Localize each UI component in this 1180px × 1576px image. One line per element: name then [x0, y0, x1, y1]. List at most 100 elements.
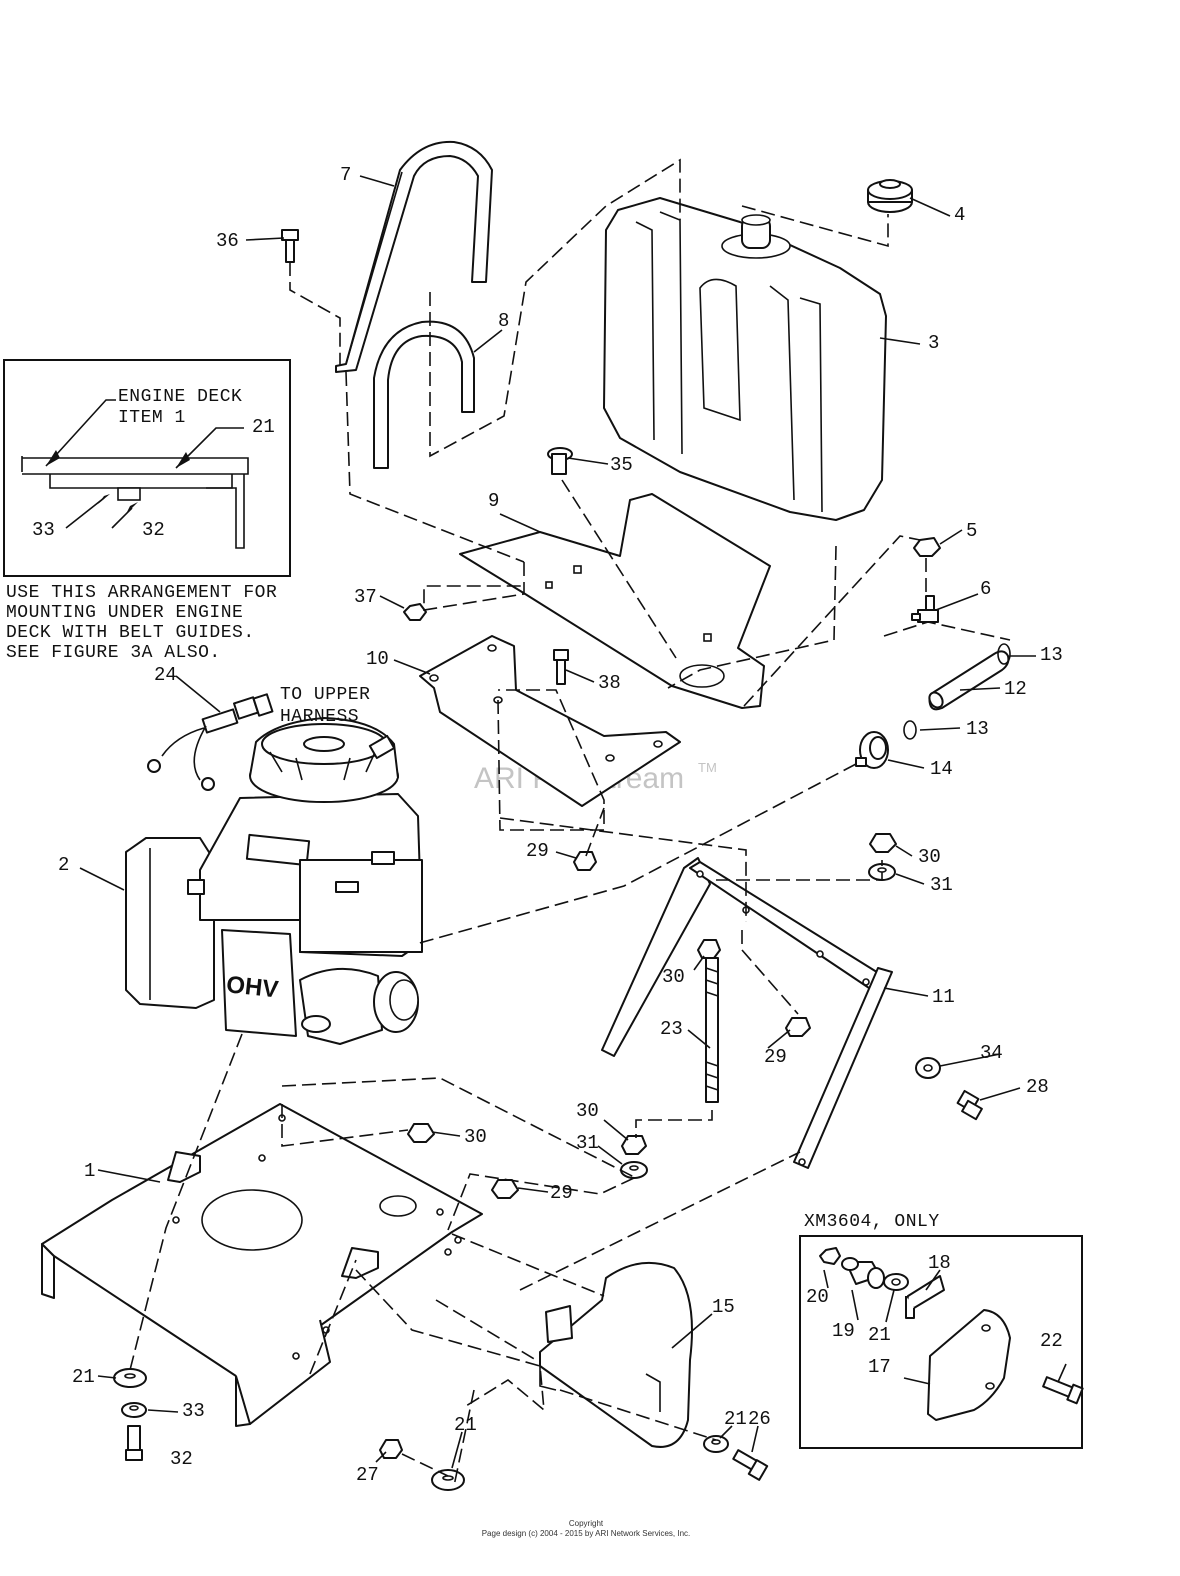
hose-clamp-part-13-lower [903, 720, 917, 740]
inset-callout-32: 32 [142, 519, 165, 541]
inset-callout-33: 33 [32, 519, 55, 541]
nut-part-29-mid [785, 1017, 811, 1037]
callout-8: 8 [498, 310, 509, 332]
callout-3: 3 [928, 332, 939, 354]
variant-callout-21: 21 [868, 1324, 891, 1346]
callout-34: 34 [980, 1042, 1003, 1064]
footer-page-design: Page design (c) 2004 - 2015 by ARI Netwo… [482, 1529, 691, 1538]
variant-callout-20: 20 [806, 1286, 829, 1308]
callout-30-deck: 30 [464, 1126, 487, 1148]
threaded-stud-part-23 [705, 957, 719, 1103]
variant-title: XM3604, ONLY [804, 1212, 940, 1232]
callout-21-lower: 21 [454, 1414, 477, 1436]
variant-callout-17: 17 [868, 1356, 891, 1378]
instruction-line-1: USE THIS ARRANGEMENT FOR [6, 583, 277, 603]
callout-4: 4 [954, 204, 965, 226]
belt-guide-part-8 [373, 320, 475, 469]
instruction-line-4: SEE FIGURE 3A ALSO. [6, 643, 221, 663]
callout-30-low: 30 [576, 1100, 599, 1122]
callout-21-deck: 21 [72, 1366, 95, 1388]
callout-36: 36 [216, 230, 239, 252]
engine-ohv-badge: OHV [225, 971, 280, 1003]
callout-24: 24 [154, 664, 177, 686]
washer-part-21-shield [703, 1435, 729, 1453]
fuel-filter-part-14 [855, 731, 889, 769]
hose-clamp-part-13-upper [997, 643, 1011, 665]
bolt-part-36 [281, 229, 299, 263]
nut-part-30-top [869, 833, 897, 853]
callout-1: 1 [84, 1160, 95, 1182]
bolt-part-22 [1042, 1376, 1084, 1405]
nut-part-37 [403, 603, 427, 621]
callout-11: 11 [932, 986, 955, 1008]
callout-7: 7 [340, 164, 351, 186]
nut-part-30-deck [407, 1123, 435, 1143]
instruction-note: USE THIS ARRANGEMENT FOR MOUNTING UNDER … [6, 583, 277, 663]
callout-30-top: 30 [918, 846, 941, 868]
footer-copyright: Copyright [569, 1519, 604, 1528]
instruction-line-3: DECK WITH BELT GUIDES. [6, 623, 255, 643]
washer-part-21-lower [431, 1469, 465, 1491]
frame-bracket-part-11 [601, 857, 893, 1169]
callout-9: 9 [488, 490, 499, 512]
callout-13-upper: 13 [1040, 644, 1063, 666]
bracket-part-18 [905, 1275, 945, 1319]
nut-part-29-upper [573, 851, 597, 871]
callout-35: 35 [610, 454, 633, 476]
washer-part-34 [915, 1057, 941, 1079]
fuel-tank-part-3 [603, 197, 887, 521]
watermark-tm: TM [698, 760, 717, 775]
callout-15: 15 [712, 1296, 735, 1318]
bolt-part-32 [125, 1425, 143, 1461]
plate-part-17 [927, 1309, 1011, 1421]
callout-38: 38 [598, 672, 621, 694]
harness-note-line-2: HARNESS [280, 707, 359, 727]
fuel-hose-part-12 [928, 650, 1010, 711]
callout-29-deck: 29 [550, 1182, 573, 1204]
inset-label-engine-deck: ENGINE DECK [118, 387, 242, 407]
washer-part-31-low [620, 1161, 648, 1179]
belt-shield-part-15 [539, 1261, 693, 1448]
bolt-part-38 [553, 649, 569, 685]
callout-numbers: 1 2 3 4 5 6 7 8 9 10 11 12 13 13 14 15 2… [58, 164, 1063, 1486]
nut-part-30-low [621, 1135, 647, 1155]
callout-32: 32 [170, 1448, 193, 1470]
belt-guard-part-7 [335, 140, 493, 373]
callout-30-mid: 30 [662, 966, 685, 988]
callout-23: 23 [660, 1018, 683, 1040]
spacer-part-19 [841, 1257, 885, 1289]
fuel-valve-part-6 [911, 595, 939, 623]
washer-part-21-variant [883, 1273, 909, 1291]
inset-label-item: ITEM 1 [118, 408, 186, 428]
washer-part-33 [121, 1402, 147, 1418]
callout-26: 26 [748, 1408, 771, 1430]
bolt-part-28 [956, 1089, 983, 1121]
nut-part-30-mid [697, 939, 721, 959]
nut-part-20 [819, 1247, 841, 1265]
washer-part-21-deck [113, 1368, 147, 1388]
callout-29-mid: 29 [764, 1046, 787, 1068]
callout-27: 27 [356, 1464, 379, 1486]
callout-10: 10 [366, 648, 389, 670]
fuel-cap-part-4 [867, 179, 913, 213]
variant-callout-18: 18 [928, 1252, 951, 1274]
engine-part-2: OHV [125, 717, 423, 1045]
nut-part-29-deck [491, 1179, 519, 1199]
callout-29-upper: 29 [526, 840, 549, 862]
callout-12: 12 [1004, 678, 1027, 700]
nut-part-5 [913, 537, 941, 557]
callout-5: 5 [966, 520, 977, 542]
callout-leaders [79, 175, 1036, 1469]
bolt-part-26 [732, 1449, 769, 1481]
callout-37: 37 [354, 586, 377, 608]
callout-28: 28 [1026, 1076, 1049, 1098]
variant-callout-22: 22 [1040, 1330, 1063, 1352]
callout-31-top: 31 [930, 874, 953, 896]
harness-note-line-1: TO UPPER [280, 685, 370, 705]
inset-callout-21: 21 [252, 416, 275, 438]
callout-31-low: 31 [576, 1132, 599, 1154]
callout-21-shield: 21 [724, 1408, 747, 1430]
instruction-line-2: MOUNTING UNDER ENGINE [6, 603, 243, 623]
callout-14: 14 [930, 758, 953, 780]
